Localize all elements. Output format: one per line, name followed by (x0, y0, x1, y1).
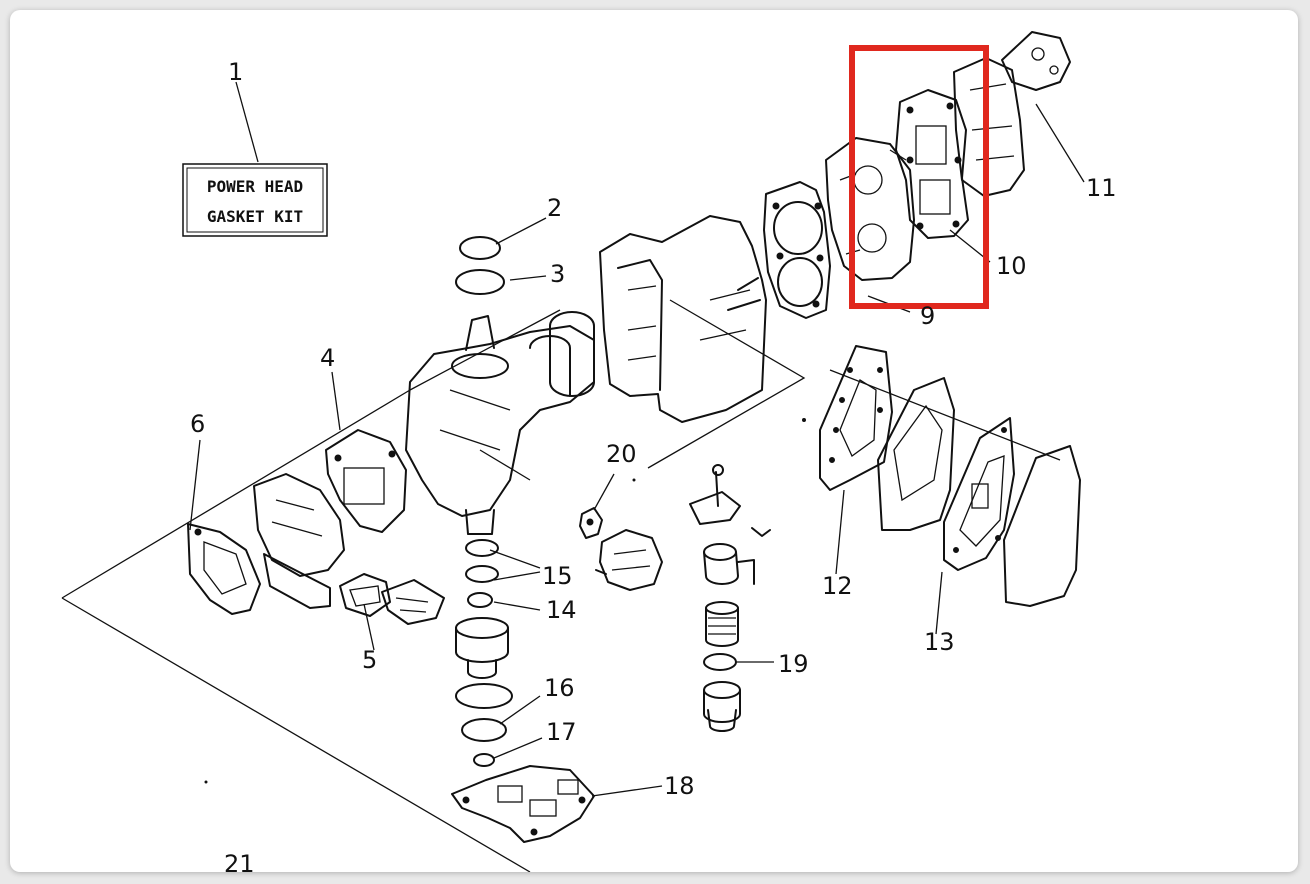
part-lower-bearing-housing (455, 617, 509, 679)
part-exhaust-outer-cover (1003, 445, 1081, 607)
part-carb-gasket (187, 523, 261, 615)
part-thermostat-gasket (1001, 31, 1071, 91)
part-o-ring-top (455, 269, 505, 295)
part-lower-oil-seals (465, 539, 499, 583)
part-small-o-ring (467, 592, 493, 608)
part-fuel-pump-gasket (579, 507, 603, 539)
kit-label-line1: POWER HEAD (207, 177, 303, 196)
callout-1: 1 (228, 58, 243, 86)
callout-6: 6 (190, 410, 205, 438)
callout-15: 15 (542, 562, 573, 590)
part-exhaust-outer-gasket (943, 417, 1015, 571)
exploded-parts-diagram: POWER HEAD GASKET KIT (61, 31, 1117, 872)
part-oil-seal-top (459, 236, 501, 260)
kit-label-box: POWER HEAD GASKET KIT (182, 163, 328, 237)
part-o-ring-lower (461, 718, 507, 742)
kit-label-line2: GASKET KIT (207, 207, 303, 226)
callout-13: 13 (924, 628, 955, 656)
part-tiny-o-ring (473, 753, 495, 767)
part-cylinder-block (599, 215, 767, 423)
callout-4: 4 (320, 344, 335, 372)
part-reed-gasket (339, 573, 391, 617)
callout-11: 11 (1086, 174, 1117, 202)
diagram-specks (204, 418, 806, 784)
part-intake-gasket (325, 429, 407, 533)
callout-17: 17 (546, 718, 577, 746)
callout-20: 20 (606, 440, 637, 468)
part-snap-ring (455, 683, 513, 709)
part-thermostat-spring (705, 601, 739, 647)
callout-5: 5 (362, 646, 377, 674)
callout-19: 19 (778, 650, 809, 678)
highlight-box (849, 45, 989, 309)
part-fuel-pump (595, 529, 663, 591)
part-thermostat-o-ring (703, 653, 737, 671)
part-head-cover (953, 57, 1025, 197)
callout-16: 16 (544, 674, 575, 702)
callout-labels: 1 2 3 4 5 6 9 10 11 12 13 14 15 16 17 18… (190, 58, 1117, 872)
part-head-gasket (763, 181, 831, 319)
callout-12: 12 (822, 572, 853, 600)
callout-9: 9 (920, 302, 935, 330)
callout-10: 10 (996, 252, 1027, 280)
part-exhaust-inner-cover (877, 377, 955, 531)
part-head-cover-gasket (895, 89, 969, 239)
part-thermostat-assembly (689, 464, 771, 585)
part-thermostat-cap (703, 681, 741, 732)
part-cylinder-head (825, 137, 915, 281)
part-exhaust-inner-gasket (819, 345, 893, 491)
part-reed-valve (381, 579, 445, 625)
part-intake-manifold (253, 473, 345, 609)
callout-2: 2 (547, 194, 562, 222)
callout-3: 3 (550, 260, 565, 288)
part-crankcase (405, 311, 595, 535)
callout-21: 21 (224, 850, 255, 872)
callout-18: 18 (664, 772, 695, 800)
diagram-frame: POWER HEAD GASKET KIT (10, 10, 1298, 872)
callout-14: 14 (546, 596, 577, 624)
leader-lines (189, 81, 1085, 797)
part-base-gasket (451, 765, 595, 843)
